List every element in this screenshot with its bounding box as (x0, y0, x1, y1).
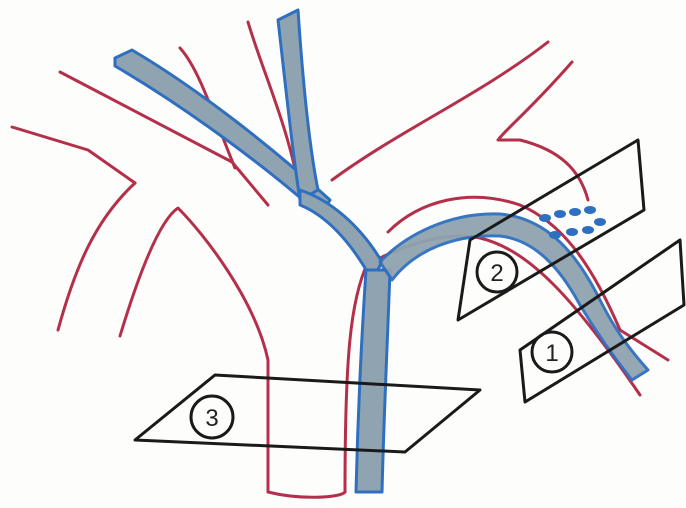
plane-label-1-text: 1 (545, 340, 558, 367)
outer-wall-base (268, 492, 345, 497)
outer-wall-right-upper (332, 42, 548, 180)
plane-label-3: 3 (191, 396, 233, 438)
plane-label-2-text: 2 (490, 260, 503, 287)
lumen-right-branch (380, 214, 648, 380)
plane-label-2: 2 (477, 252, 517, 292)
cut-plane-2-outline (458, 140, 644, 320)
lumen (115, 10, 648, 492)
outer-wall-inner-arch (120, 208, 268, 492)
outer-wall-upper-left-branch (12, 127, 135, 183)
plane-label-1: 1 (532, 332, 572, 372)
plane-label-3-text: 3 (205, 405, 218, 432)
cut-plane-3-outline (135, 375, 480, 452)
lumen-junction (300, 190, 382, 280)
outer-wall-left-trunk (58, 183, 135, 330)
lumen-main-trunk (356, 270, 390, 492)
